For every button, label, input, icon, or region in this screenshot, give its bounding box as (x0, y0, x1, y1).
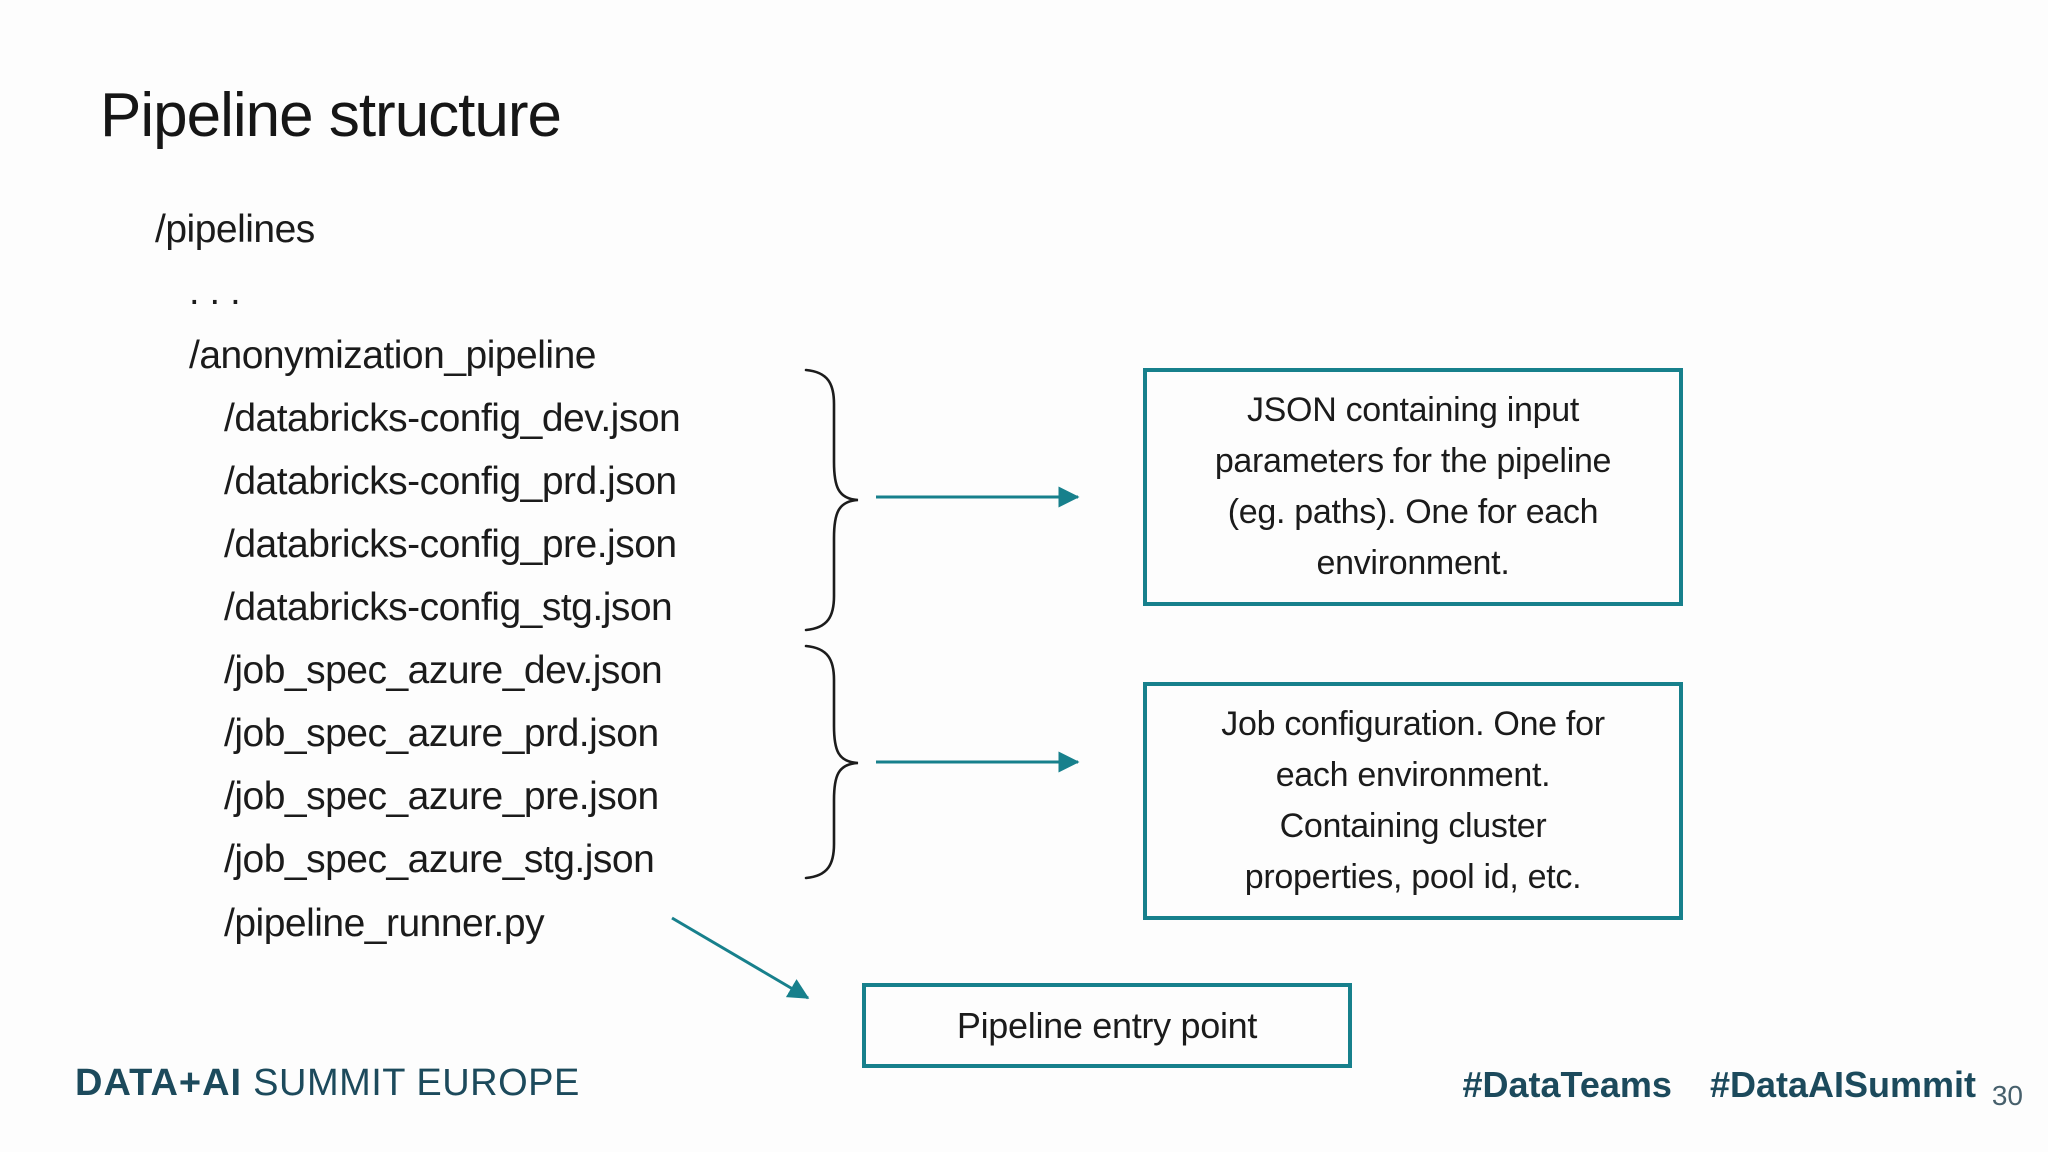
tree-item-job-spec-azure-dev: /job_spec_azure_dev.json (224, 649, 663, 693)
tree-item-ellipsis: ... (189, 271, 251, 314)
hashtag-datateams: #DataTeams (1462, 1064, 1672, 1105)
annotation-box-job-spec: Job configuration. One for each environm… (1143, 682, 1683, 920)
event-logo-rest: SUMMIT EUROPE (253, 1062, 580, 1104)
pipeline-file-tree: /pipelines ... /anonymization_pipeline /… (0, 198, 820, 955)
annotation-entry-point-text: Pipeline entry point (956, 1005, 1258, 1046)
hashtag-dataaisummit: #DataAISummit (1709, 1064, 1976, 1105)
tree-item-job-spec-azure-pre: /job_spec_azure_pre.json (224, 775, 659, 819)
annotation-box-config-json: JSON containing input parameters for the… (1143, 368, 1683, 606)
tree-item-databricks-config-prd: /databricks-config_prd.json (224, 459, 677, 503)
annotation-config-text: JSON containing input parameters for the… (1214, 391, 1612, 582)
tree-item-databricks-config-stg: /databricks-config_stg.json (224, 586, 673, 630)
tree-item-databricks-config-pre: /databricks-config_pre.json (224, 523, 677, 567)
event-logo-bold: DATA+AI (75, 1062, 243, 1104)
page-title: Pipeline structure (100, 81, 562, 150)
tree-item-anonymization-pipeline: /anonymization_pipeline (189, 333, 596, 377)
tree-item-job-spec-azure-prd: /job_spec_azure_prd.json (224, 712, 659, 756)
annotation-jobspec-text: Job configuration. One for each environm… (1221, 705, 1605, 896)
footer-hashtags: #DataTeams #DataAISummit (1462, 1064, 1976, 1106)
tree-item-pipeline-runner: /pipeline_runner.py (224, 901, 545, 945)
tree-item-databricks-config-dev: /databricks-config_dev.json (224, 396, 681, 440)
event-logo: DATA+AI SUMMIT EUROPE (75, 1062, 580, 1105)
annotation-box-entry-point: Pipeline entry point (862, 983, 1352, 1068)
tree-item-job-spec-azure-stg: /job_spec_azure_stg.json (224, 838, 655, 882)
page-number: 30 (1991, 1080, 2023, 1111)
tree-item-pipelines: /pipelines (155, 207, 315, 251)
